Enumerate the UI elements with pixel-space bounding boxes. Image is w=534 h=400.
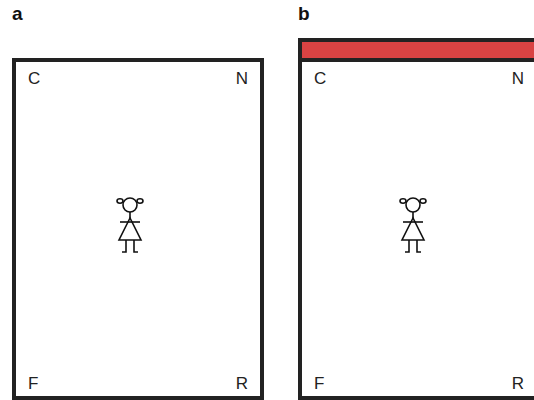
- panel-label: a: [12, 4, 23, 23]
- room-outline: C N F R: [12, 58, 264, 400]
- corner-letter: N: [512, 70, 524, 87]
- red-wall-bar: [300, 40, 534, 60]
- corner-letter: N: [236, 70, 248, 87]
- corner-letter: C: [314, 70, 326, 87]
- panel-label: b: [298, 4, 310, 23]
- room-outline: C N F R: [298, 58, 534, 400]
- corner-letter: F: [28, 375, 38, 392]
- corner-letter: C: [28, 70, 40, 87]
- girl-figure: [117, 198, 143, 252]
- corner-letter: F: [314, 375, 324, 392]
- corner-letter: R: [512, 375, 524, 392]
- girl-figure: [400, 198, 426, 252]
- corner-letter: R: [236, 375, 248, 392]
